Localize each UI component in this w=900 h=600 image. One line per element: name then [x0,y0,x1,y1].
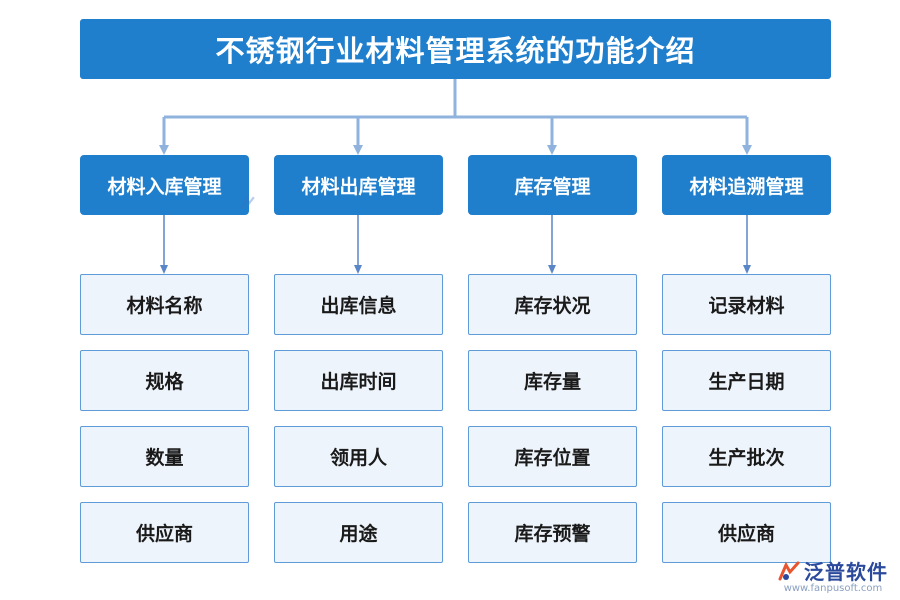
item-material-name: 材料名称 [80,274,249,335]
item-inventory-location: 库存位置 [468,426,637,487]
watermark-logo [240,195,256,211]
category-material-outbound: 材料出库管理 [274,155,443,215]
diagram-title: 不锈钢行业材料管理系统的功能介绍 [80,19,831,79]
item-record-material: 记录材料 [662,274,831,335]
brand-logo: 泛普软件 www.fanpusoft.com [778,556,888,594]
item-quantity: 数量 [80,426,249,487]
category-material-inbound: 材料入库管理 [80,155,249,215]
item-specification: 规格 [80,350,249,411]
item-production-batch: 生产批次 [662,426,831,487]
logo-name: 泛普软件 [804,560,888,584]
watermark-icon [241,195,255,209]
item-trace-supplier: 供应商 [662,502,831,563]
item-inventory-alert: 库存预警 [468,502,637,563]
item-outbound-time: 出库时间 [274,350,443,411]
item-recipient: 领用人 [274,426,443,487]
item-inventory-status: 库存状况 [468,274,637,335]
fanpu-logo-icon [778,561,800,580]
item-outbound-info: 出库信息 [274,274,443,335]
item-production-date: 生产日期 [662,350,831,411]
item-supplier: 供应商 [80,502,249,563]
logo-url: www.fanpusoft.com [783,583,883,594]
item-purpose: 用途 [274,502,443,563]
category-traceability: 材料追溯管理 [662,155,831,215]
item-inventory-quantity: 库存量 [468,350,637,411]
category-inventory: 库存管理 [468,155,637,215]
